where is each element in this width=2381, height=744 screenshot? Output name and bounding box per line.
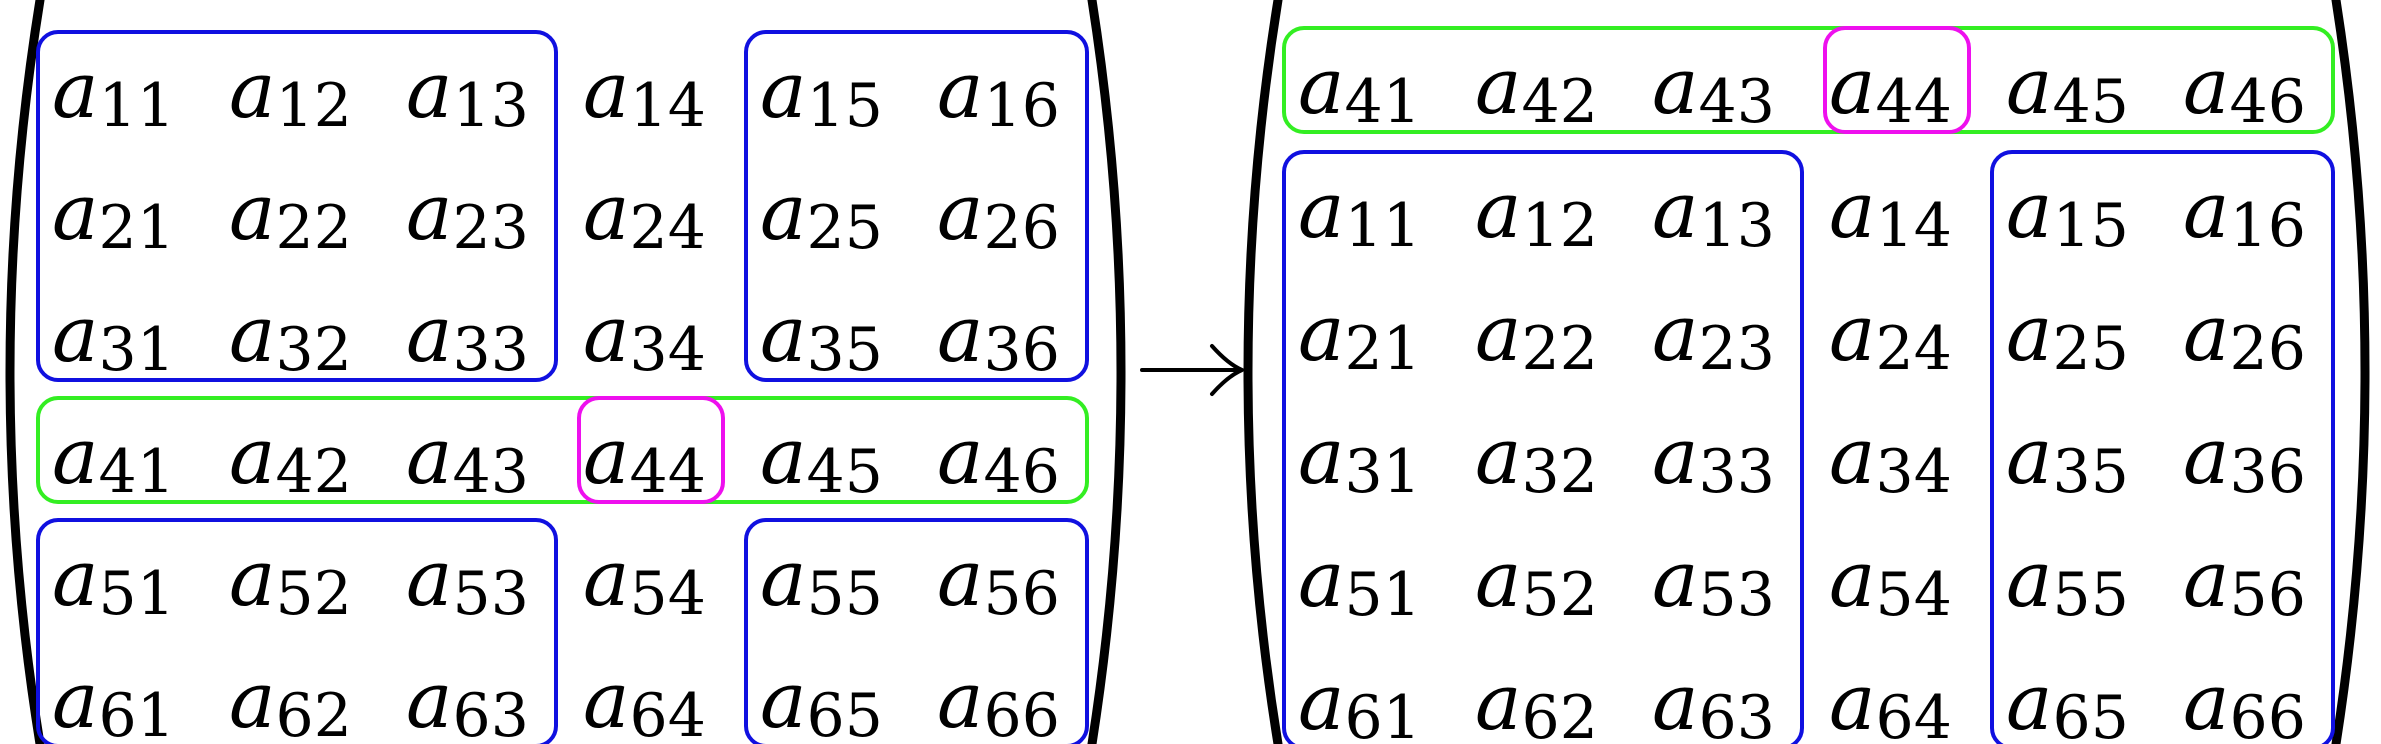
right-matrix-entry: a34: [1829, 412, 1952, 507]
left-matrix-entry: a42: [229, 412, 352, 507]
left-matrix: a11 a12 a13 a14 a15 a16 a21 a22 a23 a24 a25 a26 a31 a…: [5, 0, 1126, 744]
right-matrix-entry: a56: [2183, 535, 2306, 630]
left-matrix-entries: a11 a12 a13 a14 a15 a16 a21 a22 a23 a24 a25 a26 a31 a…: [52, 46, 1060, 744]
right-matrix-entry: a33: [1652, 412, 1775, 507]
right-matrix-entry: a53: [1652, 535, 1775, 630]
right-magenta-highlight-box: [1823, 26, 1971, 134]
right-matrix-entry: a61: [1298, 658, 1421, 744]
right-matrix-entry: a63: [1652, 658, 1775, 744]
left-matrix-entry: a43: [406, 412, 529, 507]
left-matrix-entry: a12: [229, 46, 352, 141]
left-matrix-entry: a34: [583, 290, 706, 385]
right-matrix-highlights: [1282, 26, 2335, 744]
left-matrix-entry: a54: [583, 534, 706, 629]
right-matrix-entry: a51: [1298, 535, 1421, 630]
right-matrix-entry: a32: [1475, 412, 1598, 507]
right-matrix-entry: a44: [1829, 42, 1952, 137]
right-matrix-entry: a12: [1475, 166, 1598, 261]
left-matrix-entry: a46: [937, 412, 1060, 507]
left-matrix-entry: a13: [406, 46, 529, 141]
right-matrix-entry: a21: [1298, 289, 1421, 384]
left-matrix-entry: a16: [937, 46, 1060, 141]
left-matrix-entry: a61: [52, 656, 175, 744]
right-matrix-entry: a25: [2006, 289, 2129, 384]
left-matrix-entry: a21: [52, 168, 175, 263]
left-blue-highlight-box: [744, 518, 1089, 744]
left-magenta-highlight-box: [577, 396, 725, 504]
right-matrix-open-paren: [1243, 0, 1283, 744]
left-matrix-entry: a24: [583, 168, 706, 263]
left-matrix-entry: a45: [760, 412, 883, 507]
left-matrix-entry: a22: [229, 168, 352, 263]
right-matrix-entry: a11: [1298, 166, 1421, 261]
left-matrix-entry: a36: [937, 290, 1060, 385]
right-matrix-close-paren: [2331, 0, 2370, 744]
left-green-highlight-box: [36, 396, 1089, 504]
left-matrix-entry: a52: [229, 534, 352, 629]
right-matrix-entry: a16: [2183, 166, 2306, 261]
left-matrix-entry: a62: [229, 656, 352, 744]
right-matrix-entry: a26: [2183, 289, 2306, 384]
left-matrix-entry: a63: [406, 656, 529, 744]
left-matrix-entry: a31: [52, 290, 175, 385]
left-matrix-entry: a64: [583, 656, 706, 744]
right-matrix-entry: a22: [1475, 289, 1598, 384]
left-matrix-entry: a44: [583, 412, 706, 507]
right-matrix-entry: a65: [2006, 658, 2129, 744]
left-matrix-entry: a23: [406, 168, 529, 263]
left-matrix-entry: a11: [52, 46, 175, 141]
right-matrix-entry: a35: [2006, 412, 2129, 507]
left-matrix-entry: a56: [937, 534, 1060, 629]
right-matrix-entry: a45: [2006, 42, 2129, 137]
right-matrix-entry: a66: [2183, 658, 2306, 744]
right-matrix-entry: a24: [1829, 289, 1952, 384]
left-matrix-entry: a32: [229, 290, 352, 385]
right-matrix-entry: a52: [1475, 535, 1598, 630]
left-blue-highlight-box: [36, 518, 558, 744]
left-matrix-entry: a66: [937, 656, 1060, 744]
right-matrix-entry: a36: [2183, 412, 2306, 507]
left-matrix-entry: a26: [937, 168, 1060, 263]
right-matrix-entry: a42: [1475, 42, 1598, 137]
transform-arrow-icon: [1140, 344, 1244, 396]
left-matrix-entry: a33: [406, 290, 529, 385]
right-matrix-entries: a41 a42 a43 a44 a45 a46 a11 a12 a13 a14 a15 a16 a21 a…: [1298, 42, 2306, 744]
left-matrix-entry: a53: [406, 534, 529, 629]
right-matrix-entry: a15: [2006, 166, 2129, 261]
left-matrix-open-paren: [5, 0, 45, 744]
left-matrix-entry: a15: [760, 46, 883, 141]
right-matrix-entry: a14: [1829, 166, 1952, 261]
right-matrix-entry: a23: [1652, 289, 1775, 384]
right-green-highlight-box: [1282, 26, 2335, 134]
right-matrix-entry: a31: [1298, 412, 1421, 507]
left-blue-highlight-box: [744, 30, 1089, 382]
right-matrix-entry: a55: [2006, 535, 2129, 630]
right-blue-highlight-box: [1990, 150, 2335, 744]
left-matrix-entry: a55: [760, 534, 883, 629]
right-matrix-entry: a62: [1475, 658, 1598, 744]
right-matrix-entry: a46: [2183, 42, 2306, 137]
right-matrix-entry: a41: [1298, 42, 1421, 137]
left-matrix-entry: a51: [52, 534, 175, 629]
left-matrix-entry: a35: [760, 290, 883, 385]
right-matrix-entry: a43: [1652, 42, 1775, 137]
right-blue-highlight-box: [1282, 150, 1804, 744]
left-matrix-entry: a14: [583, 46, 706, 141]
right-matrix: a41 a42 a43 a44 a45 a46 a11 a12 a13 a14 a15 a16 a21 a…: [1243, 0, 2370, 744]
right-matrix-entry: a54: [1829, 535, 1952, 630]
right-matrix-entry: a64: [1829, 658, 1952, 744]
left-matrix-entry: a25: [760, 168, 883, 263]
right-matrix-entry: a13: [1652, 166, 1775, 261]
left-matrix-highlights: [36, 30, 1089, 744]
left-matrix-entry: a65: [760, 656, 883, 744]
left-matrix-entry: a41: [52, 412, 175, 507]
left-blue-highlight-box: [36, 30, 558, 382]
left-matrix-close-paren: [1087, 0, 1126, 744]
